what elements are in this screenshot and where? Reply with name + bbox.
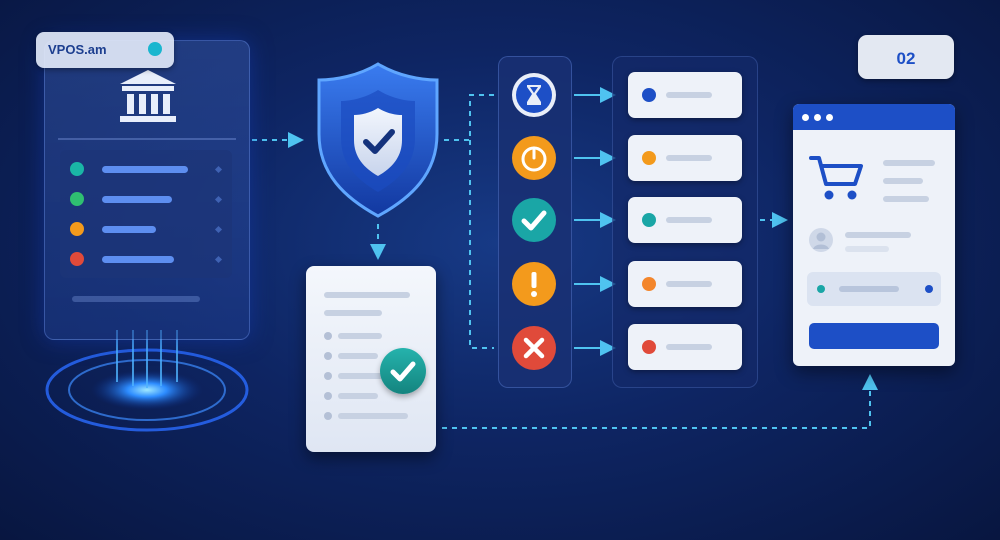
- doc-bullet: [324, 392, 332, 400]
- brand-badge: VPOS.am: [36, 32, 174, 68]
- result-card: [628, 197, 742, 243]
- product-line: [883, 178, 923, 184]
- field-dot: [925, 285, 933, 293]
- connector-receipt-to-checkout: [442, 374, 878, 429]
- result-dot: [642, 88, 656, 102]
- result-dot: [642, 151, 656, 165]
- doc-line: [324, 310, 382, 316]
- window-dot: [826, 114, 833, 121]
- glow-pedestal: [44, 319, 250, 440]
- window-dot: [802, 114, 809, 121]
- product-line: [883, 160, 935, 166]
- result-line: [666, 281, 712, 287]
- account-line: [102, 226, 156, 233]
- account-line: [102, 256, 174, 263]
- bank-icon: [116, 68, 180, 126]
- pay-button[interactable]: [809, 323, 939, 349]
- warning-icon: [512, 262, 556, 306]
- result-line: [666, 155, 712, 161]
- window-dot: [814, 114, 821, 121]
- account-dot-green: [70, 192, 84, 206]
- result-line: [666, 344, 712, 350]
- error-x-icon: [512, 326, 556, 370]
- doc-line: [338, 393, 378, 399]
- doc-bullet: [324, 372, 332, 380]
- bank-footer-line: [72, 296, 200, 302]
- result-card: [628, 72, 742, 118]
- doc-line: [338, 413, 408, 419]
- doc-line: [338, 333, 382, 339]
- checkout-window: [793, 104, 955, 366]
- timer-icon: [512, 136, 556, 180]
- field-dot: [817, 285, 825, 293]
- doc-bullet: [324, 332, 332, 340]
- connector-shield-to-statuses: [444, 94, 494, 141]
- result-line: [666, 217, 712, 223]
- brand-dot: [148, 42, 162, 56]
- field-line: [839, 286, 899, 292]
- doc-line: [338, 373, 384, 379]
- account-dot-red: [70, 252, 84, 266]
- shopping-cart-icon: [807, 152, 865, 204]
- payment-field[interactable]: [807, 272, 941, 306]
- customer-line: [845, 232, 911, 238]
- bank-divider: [58, 138, 236, 140]
- product-line: [883, 196, 929, 202]
- result-line: [666, 92, 712, 98]
- account-dot-teal: [70, 162, 84, 176]
- approved-check-icon: [380, 348, 426, 394]
- result-dot: [642, 277, 656, 291]
- result-card: [628, 324, 742, 370]
- brand-name: VPOS.am: [48, 42, 107, 57]
- result-card: [628, 261, 742, 307]
- account-line: [102, 196, 172, 203]
- hourglass-icon: [512, 73, 556, 117]
- customer-line: [845, 246, 889, 252]
- result-dot: [642, 340, 656, 354]
- account-line: [102, 166, 188, 173]
- check-icon: [512, 198, 556, 242]
- receipt-document: [306, 266, 436, 452]
- doc-line: [338, 353, 378, 359]
- result-dot: [642, 213, 656, 227]
- avatar: [809, 228, 833, 252]
- page-number-badge: 02: [858, 35, 954, 79]
- doc-bullet: [324, 352, 332, 360]
- result-card: [628, 135, 742, 181]
- window-titlebar: [793, 104, 955, 130]
- doc-bullet: [324, 412, 332, 420]
- account-dot-orange: [70, 222, 84, 236]
- shield-check-icon: [313, 60, 443, 220]
- page-number: 02: [896, 49, 916, 68]
- doc-line: [324, 292, 410, 298]
